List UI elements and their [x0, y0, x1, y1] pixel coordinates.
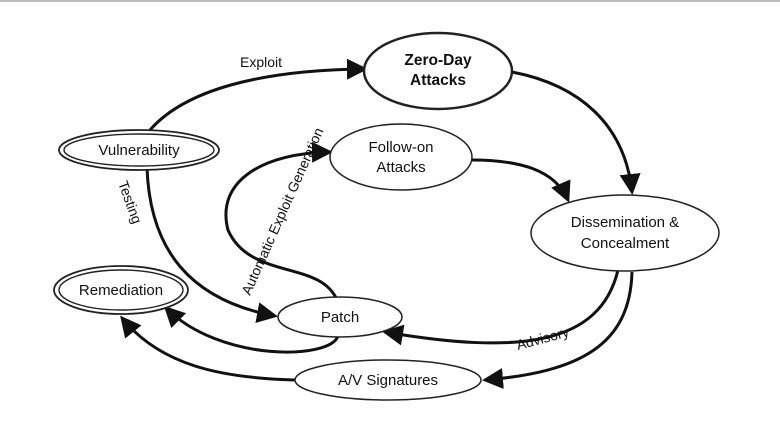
edge-patch-to-remediation [163, 305, 340, 354]
follow-on-line1: Follow-on [368, 139, 433, 156]
zero-day-line2: Attacks [410, 72, 466, 89]
node-zero-day-attacks: Zero-Day Attacks [362, 31, 514, 111]
dissemination-line1: Dissemination & [571, 214, 679, 231]
edge-label-automatic-exploit-generation: Automatic Exploit Generation [238, 125, 326, 297]
edge-follow-on-to-dissemination [471, 158, 571, 203]
node-av-signatures: A/V Signatures [294, 359, 482, 401]
follow-on-line2: Attacks [376, 159, 425, 176]
edge-zero-day-to-dissemination [511, 70, 641, 195]
edge-exploit [148, 58, 368, 131]
vulnerability-label: Vulnerability [98, 142, 180, 159]
zero-day-line1: Zero-Day [404, 52, 472, 69]
edge-label-advisory: Advisory [515, 324, 571, 353]
edge-testing [145, 167, 278, 323]
edge-dissemination-to-av-signatures [482, 271, 634, 389]
remediation-label: Remediation [79, 282, 163, 299]
edge-advisory [382, 269, 620, 346]
patch-label: Patch [321, 309, 359, 326]
edge-av-signatures-to-remediation [120, 315, 296, 382]
node-dissemination-concealment: Dissemination & Concealment [530, 194, 720, 272]
dissemination-line2: Concealment [581, 235, 670, 252]
av-signatures-label: A/V Signatures [338, 372, 438, 389]
node-vulnerability: Vulnerability [58, 129, 220, 171]
node-patch: Patch [277, 296, 403, 338]
edge-label-exploit: Exploit [240, 54, 282, 70]
edge-automatic-exploit-generation [224, 141, 339, 301]
node-remediation: Remediation [53, 265, 189, 315]
edge-label-testing: Testing [115, 179, 145, 226]
node-follow-on-attacks: Follow-on Attacks [329, 123, 473, 191]
